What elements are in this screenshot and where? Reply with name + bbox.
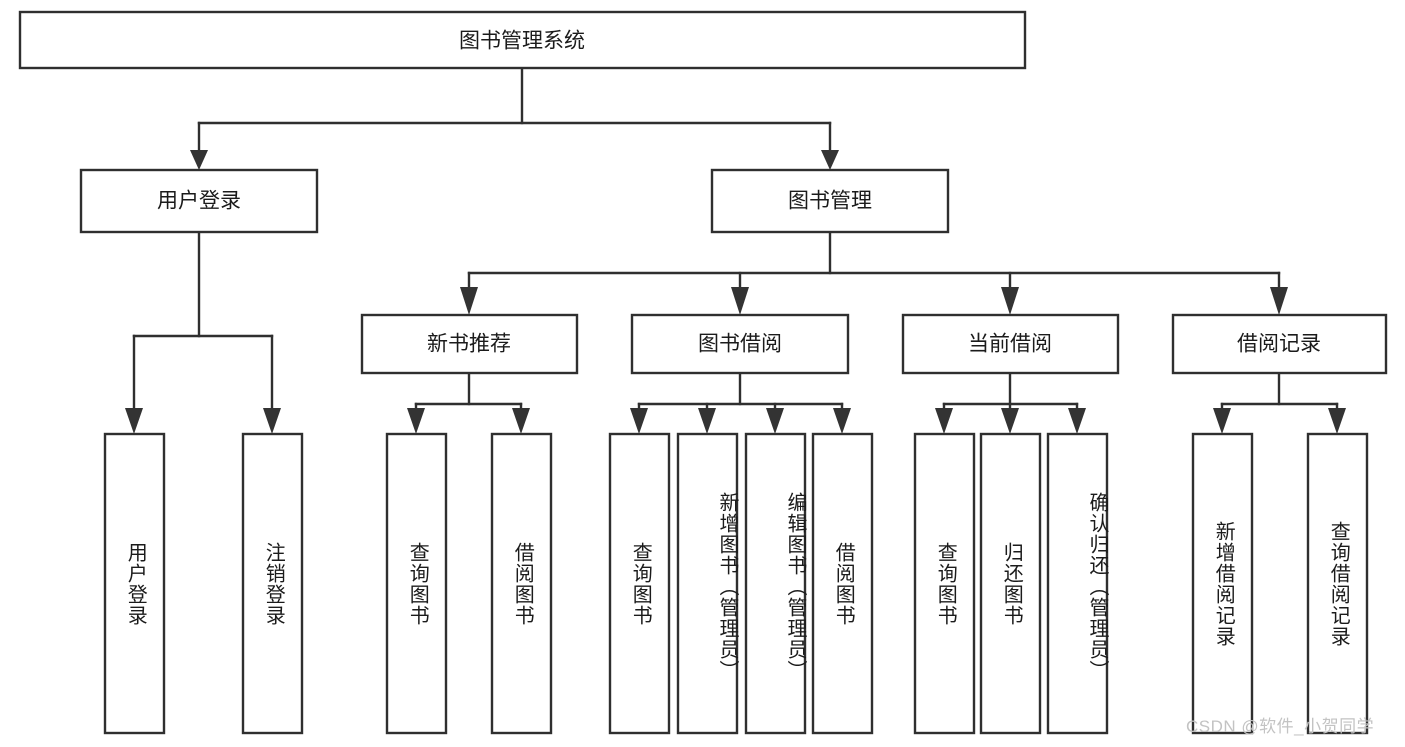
arrow-leaf-query-book-2: [630, 408, 648, 434]
node-leaf-query-record-box[interactable]: [1306, 432, 1369, 735]
node-leaf-add-book-box[interactable]: [676, 432, 739, 735]
node-book-borrow-label: 图书借阅: [698, 333, 782, 356]
arrow-leaf-confirm-return: [1068, 408, 1086, 434]
node-book-management-label: 图书管理: [788, 190, 872, 213]
node-book-management-box[interactable]: [710, 168, 950, 234]
arrow-leaf-user-logout: [263, 408, 281, 434]
node-leaf-query-book-2-box[interactable]: [608, 432, 671, 735]
node-leaf-return-book-box[interactable]: [979, 432, 1042, 735]
arrow-to-book-management: [821, 150, 839, 170]
node-leaf-borrow-book-1-box[interactable]: [490, 432, 553, 735]
node-new-book-recommend-box[interactable]: [360, 313, 579, 375]
arrow-leaf-user-login: [125, 408, 143, 434]
arrow-new-book-recommend: [460, 287, 478, 315]
arrow-borrow-record: [1270, 287, 1288, 315]
node-root-label: 图书管理系统: [459, 30, 585, 53]
node-leaf-query-book-3-box[interactable]: [913, 432, 976, 735]
node-current-borrow-box[interactable]: [901, 313, 1120, 375]
node-current-borrow-label: 当前借阅: [968, 333, 1052, 356]
watermark-text: CSDN @软件_小贺同学: [1186, 717, 1375, 736]
node-user-login-label: 用户登录: [157, 190, 241, 213]
arrow-leaf-add-record: [1213, 408, 1231, 434]
arrow-leaf-query-book-3: [935, 408, 953, 434]
arrow-current-borrow: [1001, 287, 1019, 315]
node-leaf-add-record-box[interactable]: [1191, 432, 1254, 735]
arrow-to-user-login: [190, 150, 208, 170]
node-leaf-confirm-return-box[interactable]: [1046, 432, 1109, 735]
node-leaf-edit-book-box[interactable]: [744, 432, 807, 735]
node-layer: 图书管理系统 用户登录 图书管理 新书推荐 图书借阅 当前借阅 借阅记录: [18, 10, 1388, 735]
node-leaf-query-book-1-box[interactable]: [385, 432, 448, 735]
node-leaf-user-login-box[interactable]: [103, 432, 166, 735]
arrow-leaf-add-book: [698, 408, 716, 434]
connector-layer: [125, 66, 1346, 434]
node-user-login-box[interactable]: [79, 168, 319, 234]
arrow-leaf-edit-book: [766, 408, 784, 434]
arrow-leaf-query-book-1: [407, 408, 425, 434]
arrow-leaf-borrow-book-1: [512, 408, 530, 434]
node-root-box[interactable]: [18, 10, 1027, 70]
node-borrow-record-box[interactable]: [1171, 313, 1388, 375]
arrow-leaf-query-record: [1328, 408, 1346, 434]
node-leaf-user-logout-box[interactable]: [241, 432, 304, 735]
node-borrow-record-label: 借阅记录: [1237, 333, 1321, 356]
arrow-book-borrow: [731, 287, 749, 315]
arrow-leaf-return-book: [1001, 408, 1019, 434]
node-new-book-recommend-label: 新书推荐: [427, 333, 511, 356]
node-book-borrow-box[interactable]: [630, 313, 850, 375]
arrow-leaf-borrow-book-2: [833, 408, 851, 434]
node-leaf-borrow-book-2-box[interactable]: [811, 432, 874, 735]
